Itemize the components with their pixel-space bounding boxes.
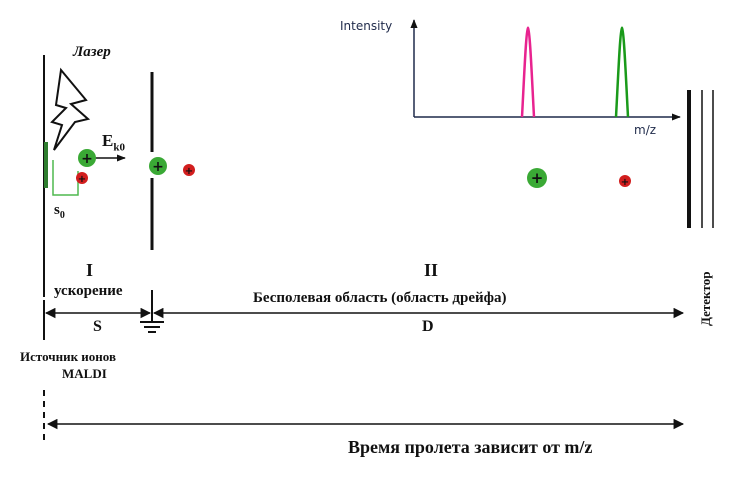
svg-text:+: + — [152, 159, 164, 175]
svg-text:+: + — [185, 166, 193, 177]
ek0-main: E — [102, 131, 114, 150]
laser-bolt-icon — [50, 67, 91, 151]
region2-name: Бесполевая область (область дрейфа) — [253, 290, 507, 306]
flight-time-label: Время пролета зависит от m/z — [348, 437, 593, 457]
laser-label: Лазер — [73, 44, 111, 60]
region1-length: S — [93, 318, 102, 335]
large-ion-drift: + — [527, 168, 547, 188]
peak-large-ion — [614, 26, 630, 118]
svg-text:+: + — [78, 174, 86, 185]
small-ion-accelerated: + — [183, 164, 195, 177]
ek0-label: Ek0 — [102, 131, 125, 153]
large-ion-source: + — [78, 149, 96, 167]
s0-label: s0 — [54, 202, 65, 221]
region1-number: I — [86, 260, 94, 280]
large-ion-accelerated: + — [149, 157, 167, 175]
inset-x-label: m/z — [634, 123, 657, 137]
svg-text:+: + — [531, 169, 544, 187]
svg-text:+: + — [81, 151, 93, 167]
inset-spectrum — [410, 19, 681, 121]
ground-icon — [140, 321, 164, 333]
s0-main: s — [54, 202, 60, 218]
ek0-sub: k0 — [113, 141, 125, 154]
source-label: Источник ионов MALDI — [20, 348, 210, 382]
source-label-line2: MALDI — [62, 366, 107, 381]
source-label-line1: Источник ионов — [20, 349, 116, 364]
region2-number: II — [424, 260, 439, 280]
region2-length: D — [422, 318, 434, 335]
s0-bracket — [52, 160, 79, 196]
detector-label: Детектор — [698, 271, 713, 326]
inset-y-label: Intensity — [340, 19, 393, 33]
svg-text:+: + — [621, 177, 629, 188]
small-ion-source: + — [76, 172, 88, 185]
peak-small-ion — [520, 26, 536, 118]
small-ion-drift: + — [619, 175, 631, 188]
region1-name: ускорение — [54, 283, 123, 299]
sample-spot — [44, 142, 48, 188]
s0-sub: 0 — [59, 210, 65, 221]
